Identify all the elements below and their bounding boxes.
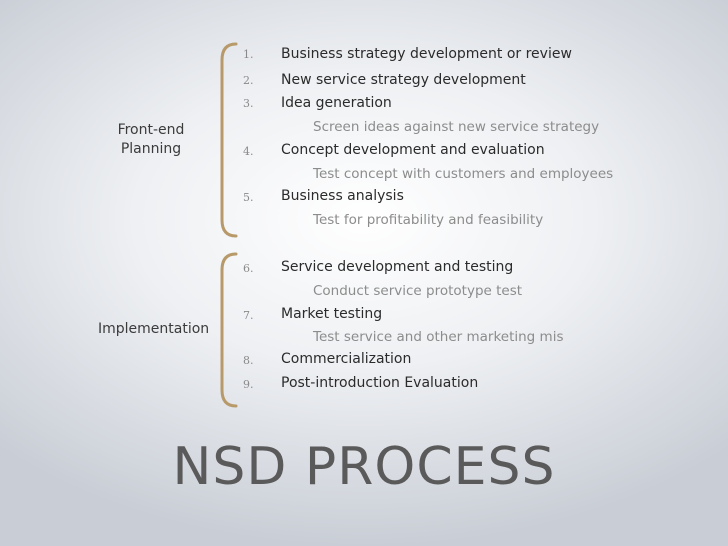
step-number: 2. [243, 74, 254, 87]
step-text: Commercialization [281, 351, 412, 367]
step-number: 4. [243, 145, 254, 158]
group-label-line: Front-end [117, 122, 185, 138]
group-label-line: Planning [120, 141, 182, 157]
step-text: Business strategy development or review [281, 46, 572, 62]
step-number: 1. [243, 48, 254, 61]
slide-title: NSD PROCESS [172, 437, 556, 497]
step-number: 5. [243, 191, 254, 204]
step-text: Post-introduction Evaluation [281, 375, 479, 391]
step-subtext: Screen ideas against new service strateg… [313, 119, 600, 135]
step-text: Business analysis [281, 188, 404, 204]
group-label-implementation: Implementation [98, 320, 210, 339]
group-label-line: Implementation [98, 321, 210, 337]
group-label-front-end-planning: Front-end Planning [106, 121, 196, 159]
step-text: Concept development and evaluation [281, 142, 545, 158]
step-subtext: Test service and other marketing mis [313, 329, 564, 345]
step-text: Idea generation [281, 95, 392, 111]
step-subtext: Test for profitability and feasibility [313, 212, 544, 228]
step-number: 7. [243, 309, 254, 322]
step-number: 8. [243, 354, 254, 367]
step-text: Market testing [281, 306, 383, 322]
bracket-front-end [220, 42, 238, 238]
step-number: 6. [243, 262, 254, 275]
step-number: 9. [243, 378, 254, 391]
step-text: New service strategy development [281, 72, 526, 88]
bracket-implementation [220, 252, 238, 408]
step-subtext: Test concept with customers and employee… [313, 166, 614, 182]
step-number: 3. [243, 97, 254, 110]
step-text: Service development and testing [281, 259, 514, 275]
step-subtext: Conduct service prototype test [313, 283, 523, 299]
